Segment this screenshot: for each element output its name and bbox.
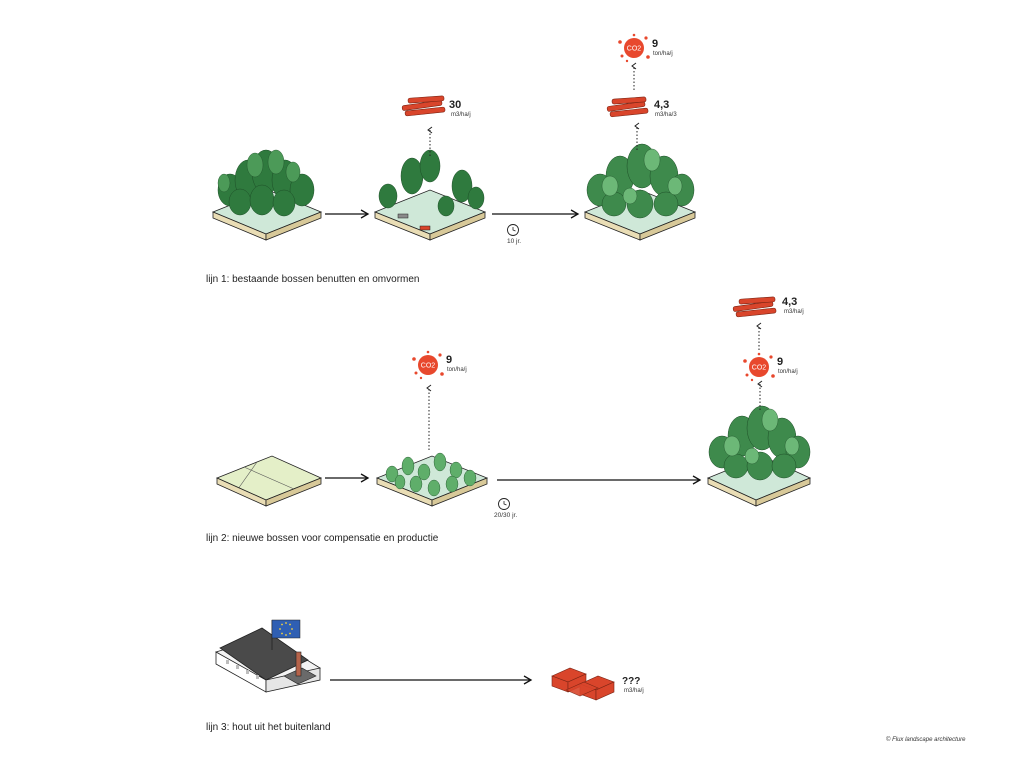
wood-unit-4: m3/ha/j (624, 688, 644, 694)
co2-unit-3: ton/ha/j (778, 369, 798, 375)
factory-building (215, 627, 321, 693)
credit-text: © Flux landscape architecture (886, 737, 966, 743)
thinned-forest-plot (373, 149, 487, 241)
co2-unit-2: ton/ha/j (447, 367, 467, 373)
imported-wood-stacks-icon (551, 667, 615, 701)
agricultural-field-plot (215, 455, 323, 507)
co2-label: CO2 (752, 365, 767, 372)
caption-line-3: lijn 3: hout uit het buitenland (206, 722, 331, 733)
young-forest-plot (375, 452, 489, 507)
co2-unit-1: ton/ha/j (653, 51, 673, 57)
wood-logs-icon-2 (606, 96, 649, 118)
wood-logs-icon (401, 95, 446, 117)
clock-icon (507, 224, 519, 236)
wood-value-3: 4,3 (782, 296, 798, 308)
wood-value-1: 30 (449, 99, 462, 111)
co2-cloud-icon-2: CO2 (412, 350, 444, 380)
co2-label: CO2 (627, 46, 642, 53)
co2-cloud-icon: CO2 (618, 33, 650, 63)
co2-label: CO2 (421, 363, 436, 370)
caption-line-2: lijn 2: nieuwe bossen voor compensatie e… (206, 533, 439, 544)
co2-cloud-icon-3: CO2 (743, 352, 775, 382)
existing-forest-plot (211, 149, 323, 241)
eu-flag-icon (271, 619, 301, 650)
mixed-forest-plot (583, 143, 697, 241)
timer-label-1: 10 jr. (507, 238, 522, 245)
wood-value-4: ??? (622, 676, 641, 687)
wood-unit-1: m3/ha/j (451, 112, 471, 118)
wood-value-2: 4,3 (654, 99, 670, 111)
co2-value-3: 9 (777, 356, 784, 368)
mature-forest-plot (706, 405, 812, 507)
clock-icon-2 (498, 498, 510, 510)
timer-label-2: 20/30 jr. (494, 512, 518, 519)
co2-value-1: 9 (652, 38, 659, 50)
co2-value-2: 9 (446, 354, 453, 366)
wood-unit-3: m3/ha/j (784, 309, 804, 315)
wood-logs-icon-3 (732, 296, 777, 318)
wood-unit-2: m3/ha/3 (655, 112, 677, 118)
caption-line-1: lijn 1: bestaande bossen benutten en omv… (206, 274, 420, 285)
